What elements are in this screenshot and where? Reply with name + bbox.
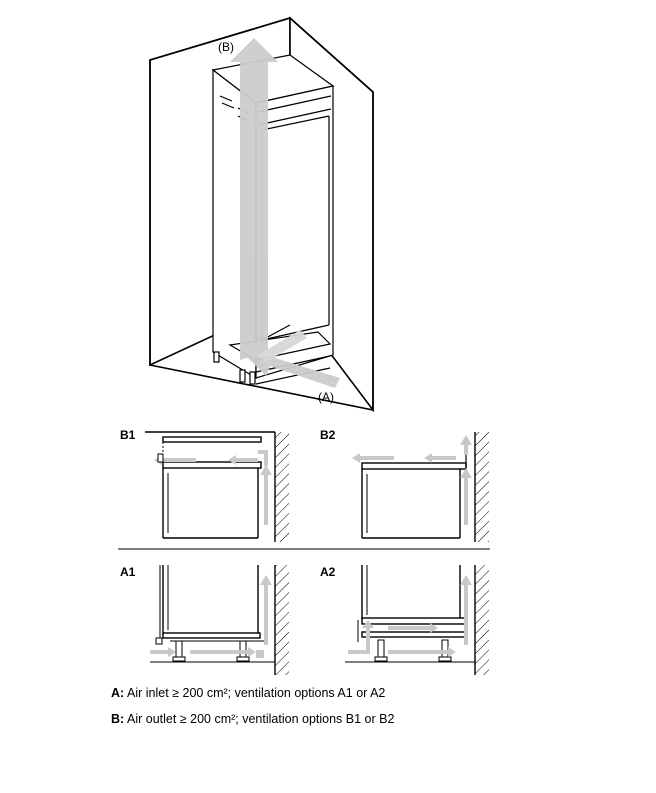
wall-hatch-b2 bbox=[475, 432, 489, 542]
legend-a-key: A: bbox=[111, 686, 125, 700]
legend-a-text: Air inlet ≥ 200 cm²; ventilation options… bbox=[127, 686, 386, 700]
arrows-b1 bbox=[154, 450, 272, 525]
cabinet-carcass bbox=[211, 54, 335, 385]
label-b: B bbox=[222, 40, 230, 54]
label-b-close: ) bbox=[230, 40, 234, 54]
wall-hatch-a1 bbox=[275, 565, 289, 675]
label-a-close: ) bbox=[330, 390, 334, 404]
arrows-a2 bbox=[348, 575, 472, 657]
panel-a2 bbox=[345, 565, 489, 675]
panel-b1 bbox=[145, 431, 289, 542]
cabinet-isometric bbox=[149, 16, 374, 413]
legend-b-key: B: bbox=[111, 712, 125, 726]
panel-b2-label: B2 bbox=[320, 428, 336, 442]
outlet-arrow-3d bbox=[230, 38, 278, 360]
panel-a2-label: A2 bbox=[320, 565, 336, 579]
label-a-open: ( bbox=[318, 390, 322, 404]
airflow-arrows-3d bbox=[230, 38, 340, 388]
wall-hatch-b1 bbox=[275, 432, 289, 542]
label-b-open: ( bbox=[218, 40, 222, 54]
panel-b1-label: B1 bbox=[120, 428, 136, 442]
panel-a1-label: A1 bbox=[120, 565, 136, 579]
panel-a1 bbox=[150, 565, 289, 675]
legend-a: A: Air inlet ≥ 200 cm²; ventilation opti… bbox=[111, 685, 385, 701]
arrows-b2 bbox=[352, 435, 472, 525]
legend-b: B: Air outlet ≥ 200 cm²; ventilation opt… bbox=[111, 711, 394, 727]
wall-hatch-a2 bbox=[475, 565, 489, 675]
legend-b-text: Air outlet ≥ 200 cm²; ventilation option… bbox=[127, 712, 395, 726]
arrows-a1 bbox=[150, 575, 272, 658]
panel-b2 bbox=[352, 432, 489, 542]
label-a: A bbox=[322, 390, 330, 404]
wall-outline bbox=[149, 17, 374, 411]
